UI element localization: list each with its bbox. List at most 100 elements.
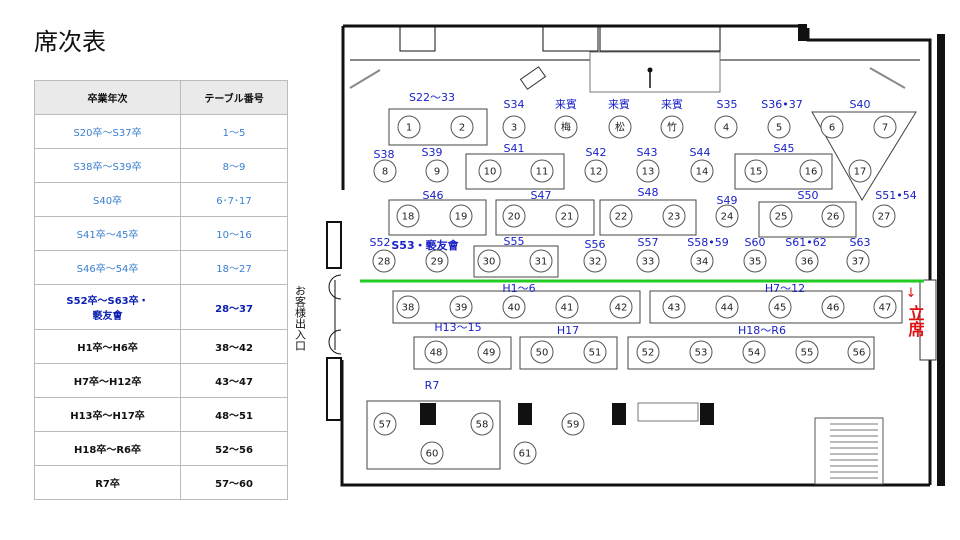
table-number: 28 bbox=[378, 257, 391, 268]
round-table: 37 bbox=[846, 249, 870, 273]
group-label: R7 bbox=[425, 379, 440, 392]
table-number: 36 bbox=[801, 257, 814, 268]
group-label: S48 bbox=[638, 186, 659, 199]
round-table: 38 bbox=[396, 295, 420, 319]
group-label: S51•54 bbox=[875, 189, 916, 202]
legend-years-cell: H7卒～H12卒 bbox=[33, 363, 182, 398]
table-group-box bbox=[627, 336, 875, 370]
table-number: 25 bbox=[775, 212, 788, 223]
round-table: 48 bbox=[424, 340, 448, 364]
round-table: 23 bbox=[662, 204, 686, 228]
table-number: 26 bbox=[827, 212, 840, 223]
table-number: 6 bbox=[829, 123, 835, 134]
table-circle bbox=[608, 115, 632, 139]
table-number: 54 bbox=[748, 348, 761, 359]
round-table: 17 bbox=[848, 159, 872, 183]
round-table: 33 bbox=[636, 249, 660, 273]
table-circle bbox=[555, 295, 579, 319]
table-number: 17 bbox=[854, 167, 867, 178]
table-number: 60 bbox=[426, 449, 439, 460]
table-number: 52 bbox=[642, 348, 655, 359]
round-table: 20 bbox=[502, 204, 526, 228]
table-number: 16 bbox=[805, 167, 818, 178]
table-number: 14 bbox=[696, 167, 709, 178]
table-circle bbox=[743, 249, 767, 273]
group-label: S45 bbox=[774, 142, 795, 155]
legend-years-cell: H13卒～H17卒 bbox=[33, 397, 182, 432]
table-circle bbox=[502, 295, 526, 319]
entrance-label: お客様出入口 bbox=[294, 285, 307, 351]
legend-header-row: 卒業年次 テーブル番号 bbox=[33, 80, 288, 115]
legend-years-cell: S52卒～S63卒・ 褻友會 bbox=[33, 284, 182, 330]
round-table: 44 bbox=[715, 295, 739, 319]
table-circle bbox=[529, 249, 553, 273]
round-table: 30 bbox=[477, 249, 501, 273]
table-group-box bbox=[388, 199, 487, 236]
table-number: 46 bbox=[827, 303, 840, 314]
round-table: 5 bbox=[767, 115, 791, 139]
group-label: H13～15 bbox=[434, 321, 481, 334]
table-number: 40 bbox=[508, 303, 521, 314]
round-table: 竹 bbox=[660, 115, 684, 139]
legend-tables-cell: 6･7･17 bbox=[180, 182, 288, 217]
group-label: S36•37 bbox=[761, 98, 802, 111]
round-table: 21 bbox=[555, 204, 579, 228]
table-number: 41 bbox=[561, 303, 574, 314]
table-circle bbox=[449, 204, 473, 228]
table-circle bbox=[477, 340, 501, 364]
table-group-boxes bbox=[366, 108, 903, 470]
table-number: 57 bbox=[379, 420, 392, 431]
round-table: 4 bbox=[714, 115, 738, 139]
round-table: 49 bbox=[477, 340, 501, 364]
round-table: 40 bbox=[502, 295, 526, 319]
table-circle bbox=[449, 295, 473, 319]
table-circle bbox=[555, 204, 579, 228]
legend-tables-cell: 43～47 bbox=[180, 363, 288, 398]
round-table: 42 bbox=[609, 295, 633, 319]
table-number: 19 bbox=[455, 212, 468, 223]
table-group-box bbox=[366, 400, 501, 470]
group-label: S42 bbox=[586, 146, 607, 159]
table-number: 竹 bbox=[667, 121, 677, 134]
group-label: H17 bbox=[557, 324, 579, 337]
table-number: 32 bbox=[589, 257, 602, 268]
table-number: 43 bbox=[668, 303, 681, 314]
table-number: 10 bbox=[484, 167, 497, 178]
table-circle bbox=[396, 204, 420, 228]
round-table: 47 bbox=[873, 295, 897, 319]
table-number: 51 bbox=[589, 348, 602, 359]
table-number: 2 bbox=[459, 123, 465, 134]
table-circle bbox=[795, 249, 819, 273]
round-table: 松 bbox=[608, 115, 632, 139]
round-table: 29 bbox=[425, 249, 449, 273]
table-number: 13 bbox=[642, 167, 655, 178]
table-number: 31 bbox=[535, 257, 548, 268]
group-label: S47 bbox=[531, 189, 552, 202]
table-circle bbox=[373, 412, 397, 436]
round-table: 25 bbox=[769, 204, 793, 228]
group-label: S22～33 bbox=[409, 91, 455, 104]
table-group-box bbox=[473, 245, 559, 278]
round-table: 53 bbox=[689, 340, 713, 364]
table-circle bbox=[530, 340, 554, 364]
round-table: 7 bbox=[873, 115, 897, 139]
round-table: 3 bbox=[502, 115, 526, 139]
table-number: 45 bbox=[774, 303, 787, 314]
group-label: S61•62 bbox=[785, 236, 826, 249]
round-table: 2 bbox=[450, 115, 474, 139]
round-table: 32 bbox=[583, 249, 607, 273]
table-circle bbox=[872, 204, 896, 228]
legend-tables-cell: 28～37 bbox=[180, 284, 288, 330]
table-number: 3 bbox=[511, 123, 517, 134]
table-circle bbox=[561, 412, 585, 436]
table-number: 58 bbox=[476, 420, 489, 431]
group-label: S49 bbox=[717, 194, 738, 207]
table-group-box bbox=[758, 201, 857, 238]
round-table: 1 bbox=[397, 115, 421, 139]
table-circle bbox=[768, 295, 792, 319]
